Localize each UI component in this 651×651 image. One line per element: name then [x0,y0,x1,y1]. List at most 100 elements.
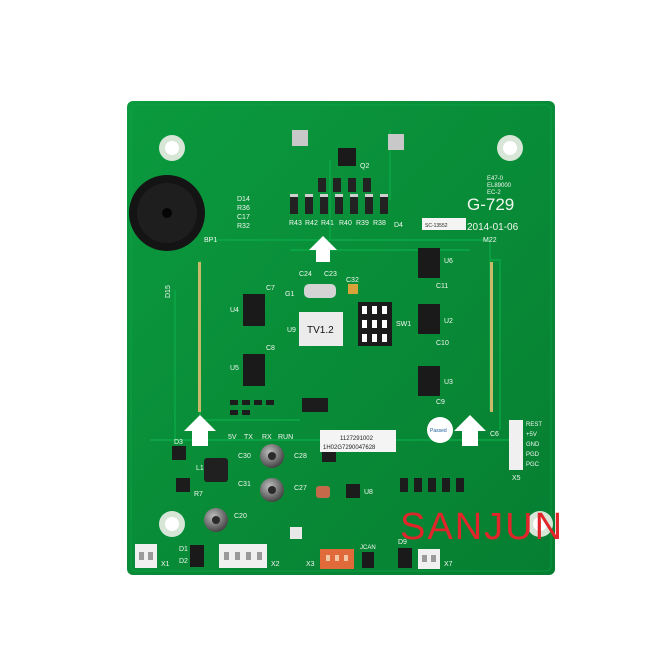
mounting-holes [159,135,553,537]
label-r40: R40 [339,220,352,227]
label-x5: X5 [512,475,521,482]
passed-badge-text: Passed [430,428,447,434]
electrolytic-caps [204,444,284,532]
label-u4: U4 [230,307,239,314]
label-x2: X2 [271,561,280,568]
label-c32: C32 [346,277,359,284]
ics-right [418,248,440,396]
label-x1: X1 [161,561,170,568]
led [316,486,330,498]
ics-left [243,294,265,386]
x5-pin-pgc: PGC [526,462,540,468]
label-c6: C6 [490,431,499,438]
board-date: 2014-01-06 [467,222,519,233]
header-label-tx: TX [244,434,253,441]
x5-pin-labels: REST +5V GND PGD PGC [526,422,542,468]
header-label-run: RUN [278,434,293,441]
label-c7: C7 [266,285,275,292]
crystal-g1 [304,284,336,298]
label-c27: C27 [294,485,307,492]
label-c24: C24 [299,271,312,278]
sticker-top-text: SC-13552 [425,223,448,229]
top-resistor-row [290,178,388,214]
sticker-bottom [320,430,396,452]
label-r39: R39 [356,220,369,227]
label-u2: U2 [444,318,453,325]
label-bp1: BP1 [204,237,217,244]
label-r32: R32 [237,223,250,230]
label-d9: D9 [398,539,407,546]
label-u9: U9 [287,327,296,334]
label-x3: X3 [306,561,315,568]
d9-diode [398,548,412,568]
label-c30: C30 [238,453,251,460]
x5-pin-gnd: GND [526,442,540,448]
label-d1: D1 [179,546,188,553]
label-u6: U6 [444,258,453,265]
connector-x7 [418,549,440,569]
label-u5: U5 [230,365,239,372]
label-c23: C23 [324,271,337,278]
u9-chip [299,312,343,346]
label-q2: Q2 [360,163,369,170]
jumper-jcan [362,552,374,568]
buzzer-bp1 [129,175,205,251]
cert-line-2: EL89000 [487,183,512,189]
label-d14: D14 [237,196,250,203]
label-r43: R43 [289,220,302,227]
sticker-bottom-line1: 1127291002 [340,436,374,442]
inductor-l1 [204,458,228,482]
x5-pin-pgd: PGD [526,452,540,458]
label-c28: C28 [294,453,307,460]
cert-line-1: E47-0 [487,176,504,182]
label-c20: C20 [234,513,247,520]
dip-switch-sw1 [358,302,392,346]
sticker-top [422,218,466,230]
mark-m22: M22 [483,237,497,244]
label-sw1: SW1 [396,321,411,328]
jumper-d1d2 [190,545,204,567]
label-c10: C10 [436,340,449,347]
component-labels: BP1 Q2 D4 D14 R36 C17 R32 R43 R42 R41 R4… [161,163,521,568]
label-x7: X7 [444,561,453,568]
board-model: G-729 [467,195,514,214]
connector-x1 [135,544,157,568]
c32-cap [348,284,358,294]
label-r42: R42 [305,220,318,227]
label-r36: R36 [237,205,250,212]
x5-pin-rest: REST [526,422,542,428]
smd-components [172,398,464,498]
connector-x2 [219,544,267,568]
label-u3: U3 [444,379,453,386]
label-d4: D4 [394,222,403,229]
x5-pin-5v: +5V [526,432,537,438]
header-label-rx: RX [262,434,272,441]
top-pad-left [292,130,308,146]
label-d15: D15 [165,285,172,298]
watermark: SANJUN [400,506,565,548]
header-labels: 5V TX RX RUN [228,434,293,441]
label-c9: C9 [436,399,445,406]
label-l1: L1 [196,465,204,472]
passed-badge [427,417,453,443]
edge-pins [198,262,493,412]
label-c17: C17 [237,214,250,221]
label-r7: R7 [194,491,203,498]
label-c31: C31 [238,481,251,488]
label-g1: G1 [285,291,294,298]
q2-transistor [338,148,356,166]
connector-x5 [509,420,523,470]
sticker-bottom-line2: 1H02G7290047628 [323,445,376,451]
label-r38: R38 [373,220,386,227]
label-jcan: JCAN [360,545,376,551]
label-u8: U8 [364,489,373,496]
label-d2: D2 [179,558,188,565]
connector-x3 [320,549,354,569]
arrows [184,236,486,446]
label-d3: D3 [174,439,183,446]
label-c8: C8 [266,345,275,352]
pad-square [290,527,302,539]
top-pad-right [388,134,404,150]
version-chip-text: TV1.2 [307,325,334,336]
